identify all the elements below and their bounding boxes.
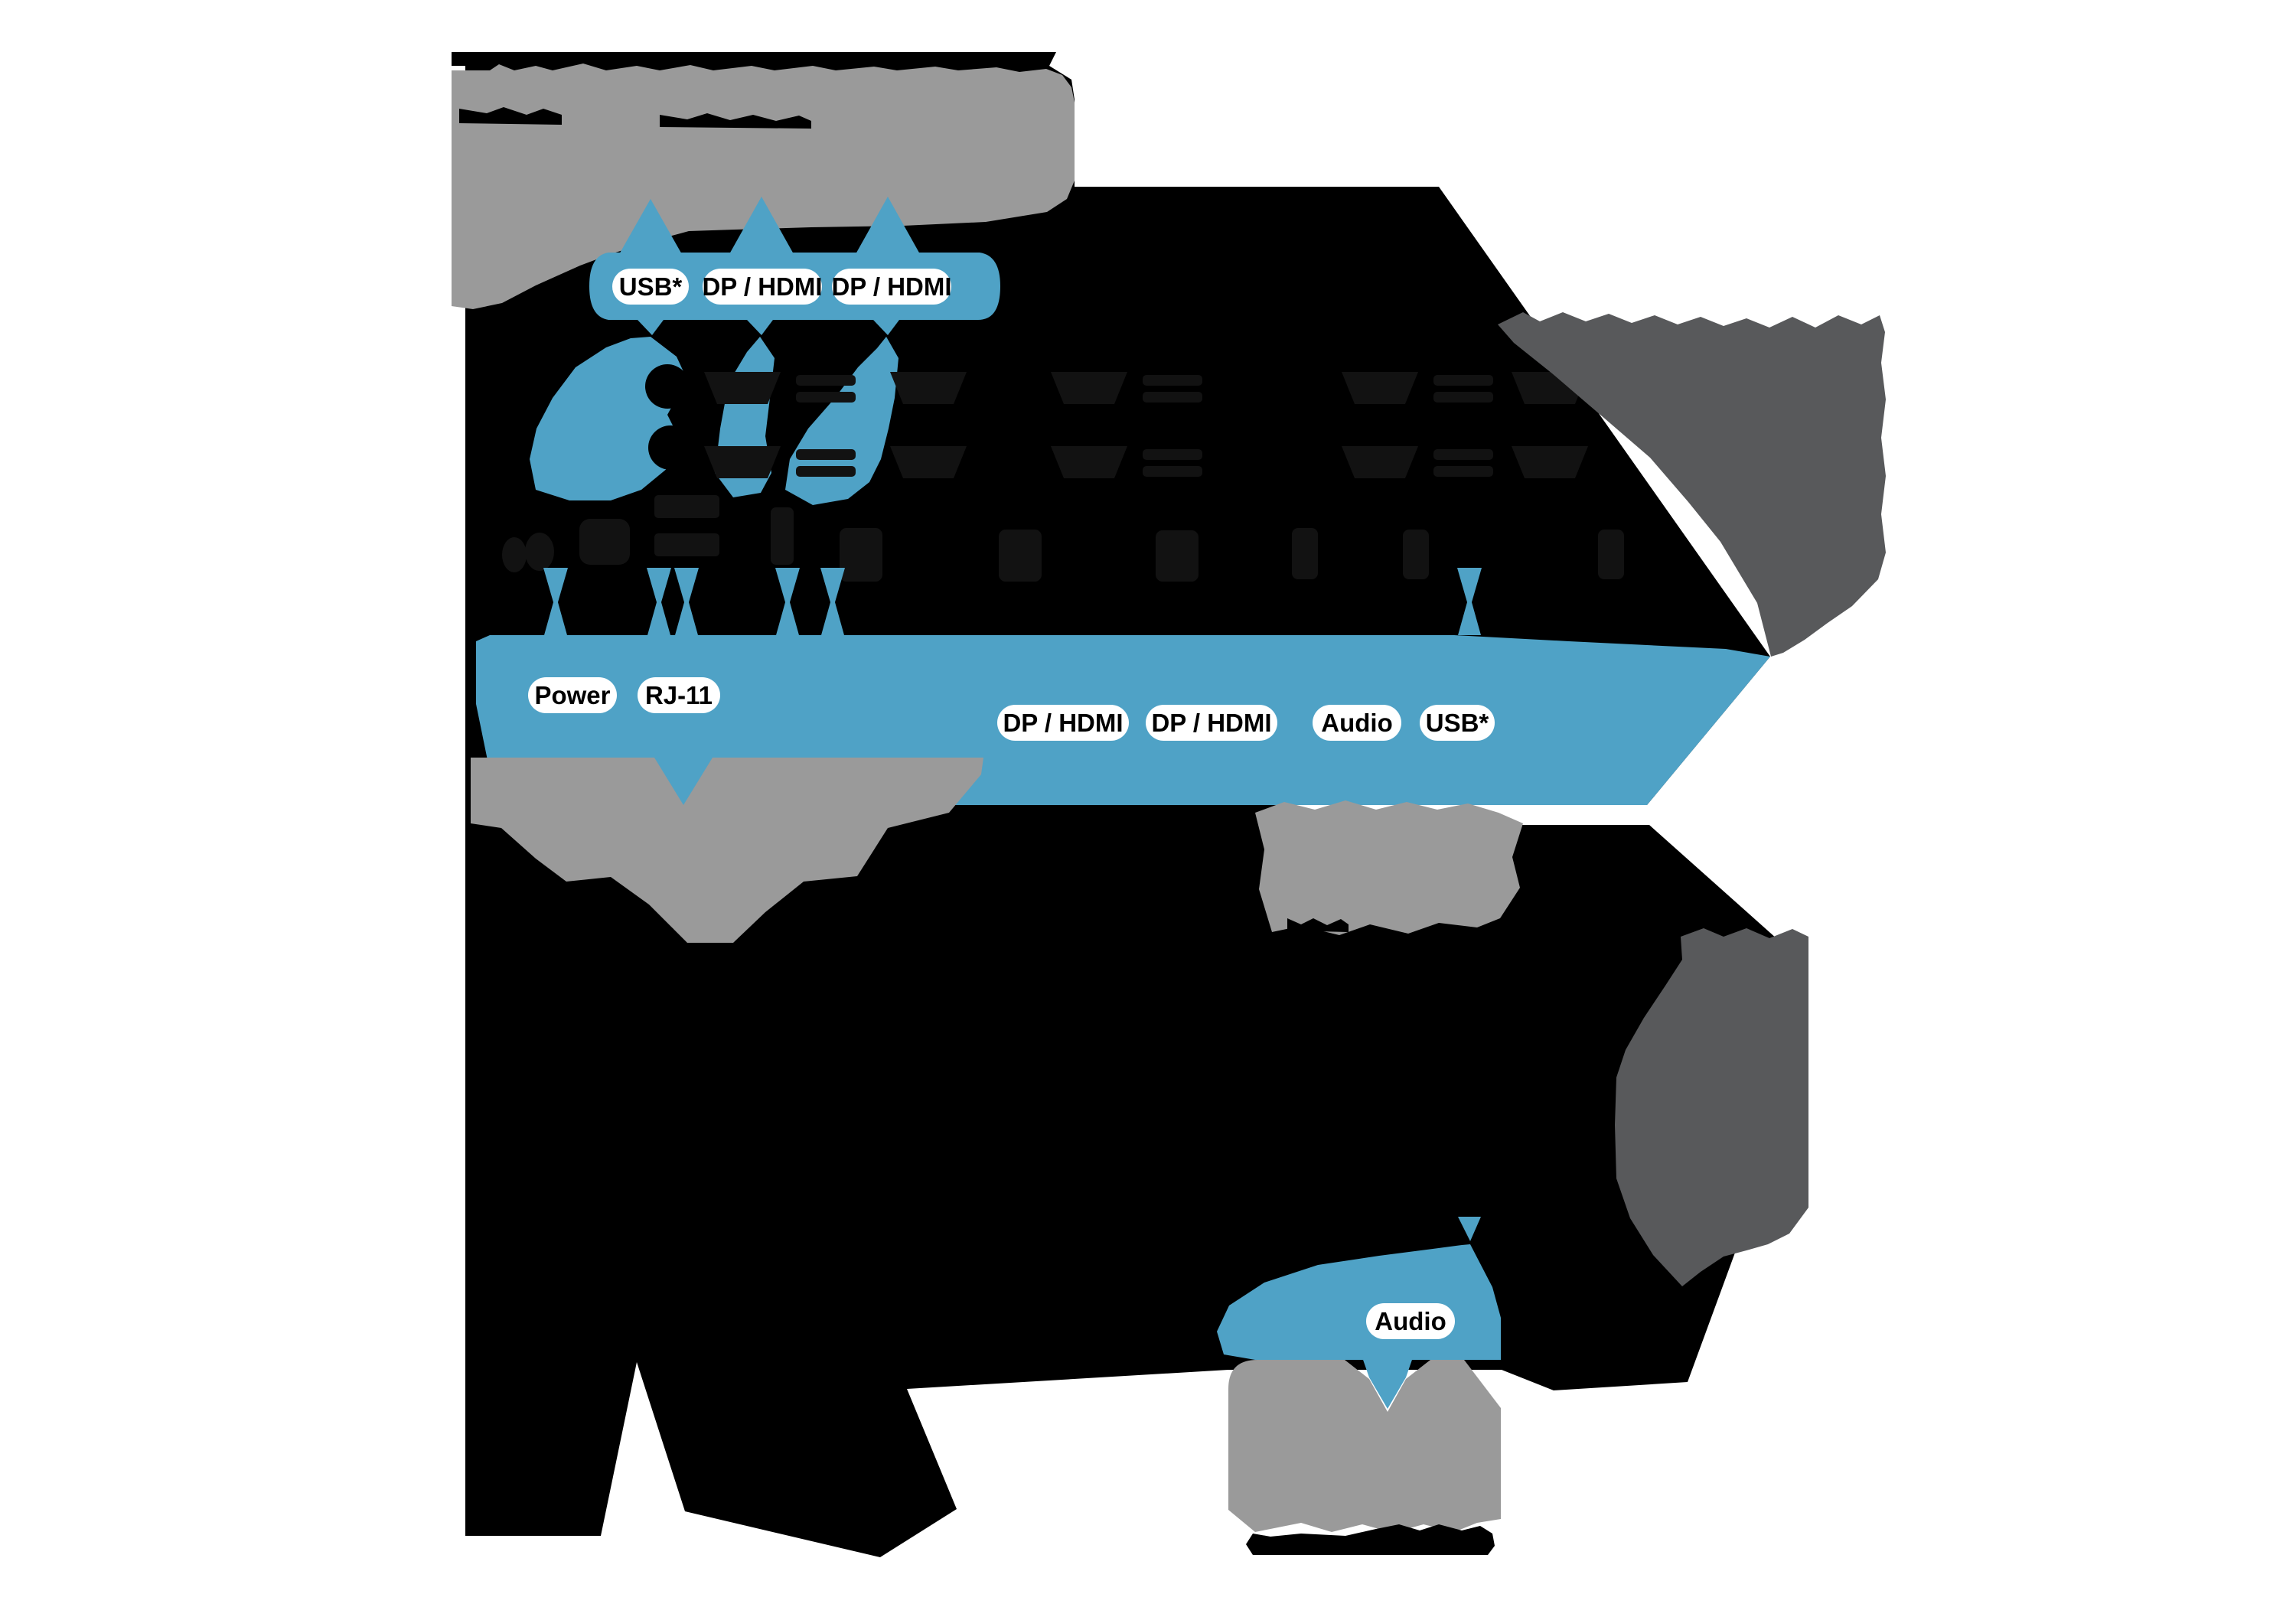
port-usb [999, 530, 1042, 582]
label-pill-dock-usb: USB* [1420, 705, 1495, 741]
port-usb [840, 528, 882, 582]
port-usb [1156, 530, 1199, 582]
port-hdmi-bars [796, 375, 1493, 477]
arrow-rj11 [647, 568, 671, 635]
obscured-caption-bar [1246, 1524, 1495, 1555]
obscured-text-fragment [1287, 918, 1349, 932]
port-displayport [1051, 372, 1127, 404]
port-displayport [1342, 446, 1418, 478]
label-text: USB* [618, 272, 683, 301]
port-displayport [704, 372, 781, 404]
label-pill-dock-dp-hdmi-1: DP / HDMI [997, 705, 1129, 741]
port-displayport [704, 446, 781, 478]
port-displayport [1342, 372, 1418, 404]
label-text: DP / HDMI [1003, 708, 1124, 737]
port-power-jack [525, 533, 554, 571]
speakerphone-silhouette [1228, 1360, 1501, 1533]
label-text: Audio [1375, 1306, 1446, 1335]
port-usb [1403, 530, 1429, 579]
port-power-jack [502, 537, 527, 572]
port-displayport [1051, 446, 1127, 478]
label-text: DP / HDMI [831, 272, 952, 301]
label-text: DP / HDMI [1151, 708, 1272, 737]
label-text: USB* [1425, 708, 1489, 737]
laptop-silhouette [452, 64, 1075, 309]
port-displayport [890, 446, 967, 478]
label-pill-laptop-dp-hdmi-1: DP / HDMI [702, 269, 823, 305]
port-flat [654, 495, 719, 518]
label-pill-power: Power [528, 677, 617, 713]
label-pill-speakerphone-audio: Audio [1366, 1303, 1455, 1339]
label-text: Power [534, 680, 611, 709]
label-pill-laptop-usb: USB* [612, 269, 689, 305]
arrow-rj11 [674, 568, 699, 635]
port-usb [1292, 528, 1318, 579]
phone-silhouette [1255, 800, 1523, 935]
label-pill-dock-audio: Audio [1313, 705, 1401, 741]
label-pill-laptop-dp-hdmi-2: DP / HDMI [831, 269, 952, 305]
cable-ribbon-usb [530, 320, 686, 500]
connector-arrows [543, 568, 1482, 635]
port-displayport [1512, 446, 1588, 478]
obscured-text-fragment [638, 921, 673, 935]
label-text: Audio [1321, 708, 1393, 737]
label-pill-dock-dp-hdmi-2: DP / HDMI [1146, 705, 1277, 741]
obscured-text-fragment [459, 107, 811, 129]
port-round [579, 519, 630, 565]
arrow-power [543, 568, 568, 635]
port-flat [654, 533, 719, 556]
label-pill-rj11: RJ-11 [638, 677, 720, 713]
port-usb [1598, 530, 1624, 579]
label-text: DP / HDMI [702, 272, 823, 301]
arrow-monitor [1457, 568, 1482, 635]
port-displayport [890, 372, 967, 404]
arrow-video [820, 568, 845, 635]
label-text: RJ-11 [644, 680, 713, 709]
monitor-silhouette-1 [1498, 312, 1886, 657]
dock-ports [502, 372, 1624, 582]
arrow-video [775, 568, 800, 635]
ribbon-cutout [645, 364, 690, 409]
ribbon-cutout [648, 425, 693, 470]
powerstrip-silhouette [471, 758, 983, 943]
audio-cable-funnel [1217, 1217, 1501, 1409]
port-usb [771, 507, 794, 565]
monitor-silhouette-2 [1615, 928, 1808, 1286]
